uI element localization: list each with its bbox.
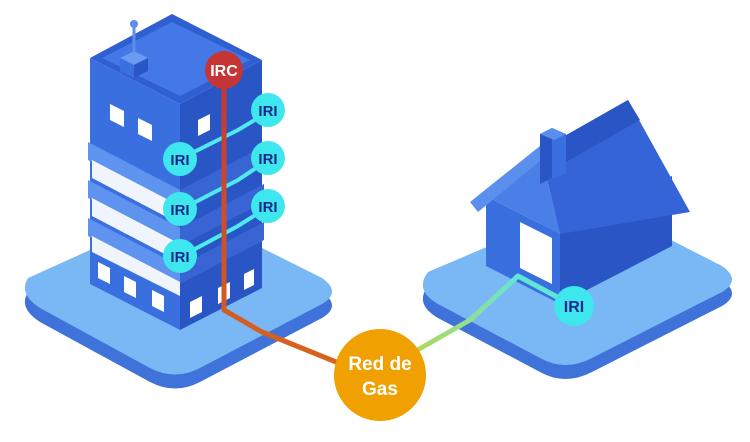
iri-label: IRI [258, 151, 277, 168]
iri-label: IRI [170, 202, 189, 219]
iri-node-house: IRI [554, 286, 594, 326]
iri-label: IRI [170, 152, 189, 169]
irc-label: IRC [210, 63, 238, 80]
iri-node-building-3: IRI [251, 141, 285, 175]
iri-node-building-2: IRI [163, 142, 197, 176]
iri-label: IRI [170, 249, 189, 266]
house [470, 100, 690, 304]
apartment-building [88, 14, 264, 330]
gas-network-node: Red de Gas [334, 329, 426, 421]
irc-node: IRC [205, 51, 243, 89]
iri-label: IRI [258, 199, 277, 216]
iri-node-building-6: IRI [163, 239, 197, 273]
gas-network-label-line1: Red de [348, 354, 411, 375]
iri-node-building-5: IRI [251, 189, 285, 223]
irc-riser-line [221, 70, 347, 369]
gas-to-house-line [412, 273, 576, 355]
iri-label: IRI [564, 299, 584, 316]
iri-node-building-1: IRI [251, 93, 285, 127]
iri-label: IRI [258, 103, 277, 120]
gas-network-label-line2: Gas [362, 379, 398, 400]
iri-node-building-4: IRI [163, 192, 197, 226]
